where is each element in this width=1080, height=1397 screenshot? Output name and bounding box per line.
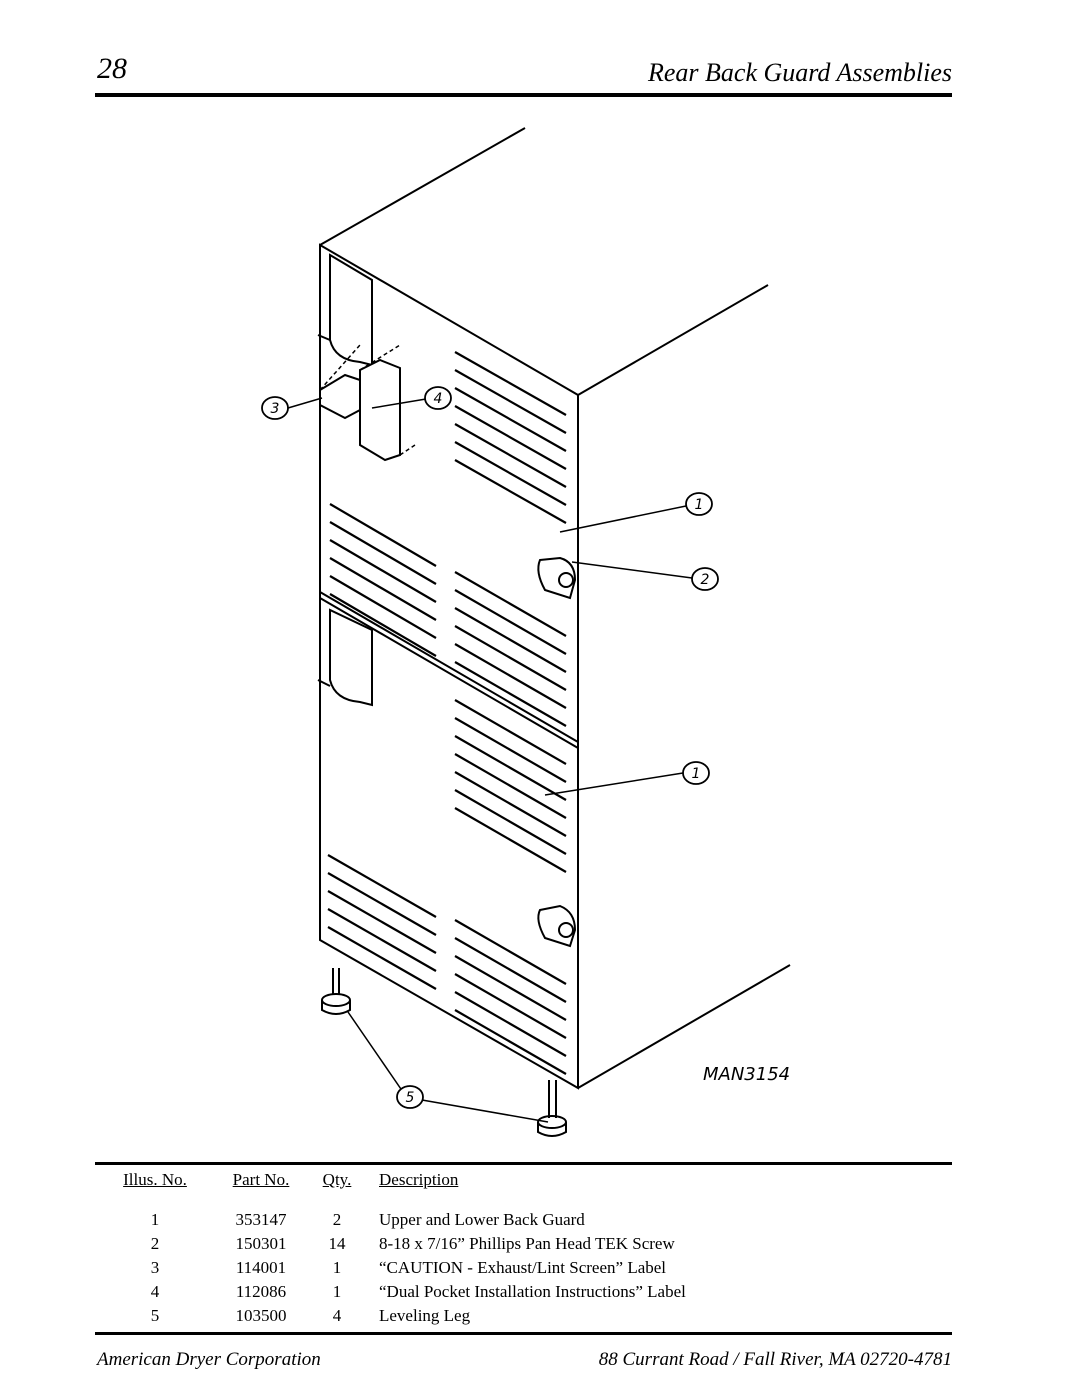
table-header-row: Illus. No. Part No. Qty. Description xyxy=(95,1170,952,1208)
vent-pattern-upper-right xyxy=(454,351,567,524)
cell-qty: 1 xyxy=(332,1282,342,1301)
parts-table: Illus. No. Part No. Qty. Description 1 3… xyxy=(95,1170,952,1328)
callout-1-upper-text: 1 xyxy=(695,497,704,513)
table-top-rule xyxy=(95,1162,952,1165)
leveling-leg-right xyxy=(537,1080,567,1137)
caution-label-shape xyxy=(319,373,361,420)
callout-1-upper xyxy=(685,492,713,516)
table-row: 4 112086 1 “Dual Pocket Installation Ins… xyxy=(95,1280,952,1304)
table-row: 1 353147 2 Upper and Lower Back Guard xyxy=(95,1208,952,1232)
vent-pattern-mid-left xyxy=(329,503,437,657)
callout-3 xyxy=(261,396,289,420)
instructions-label-shape xyxy=(359,358,401,462)
header-qty: Qty. xyxy=(322,1170,352,1189)
header-rule xyxy=(95,93,952,97)
cell-part: 150301 xyxy=(235,1234,287,1253)
cell-illus: 4 xyxy=(150,1282,160,1301)
cell-qty: 2 xyxy=(332,1210,342,1229)
header-illus-no: Illus. No. xyxy=(123,1170,187,1189)
footer-rule xyxy=(95,1332,952,1335)
cell-desc: Leveling Leg xyxy=(379,1306,471,1325)
exploded-diagram: 3 4 1 2 1 5 MAN3154 xyxy=(261,127,791,1137)
cell-illus: 5 xyxy=(150,1306,160,1325)
cell-part: 112086 xyxy=(235,1282,287,1301)
footer-company: American Dryer Corporation xyxy=(97,1349,321,1370)
table-row: 5 103500 4 Leveling Leg xyxy=(95,1304,952,1328)
cell-part: 353147 xyxy=(235,1210,287,1229)
cell-qty: 1 xyxy=(332,1258,342,1277)
callout-4-text: 4 xyxy=(434,391,443,407)
cell-illus: 1 xyxy=(150,1210,160,1229)
vent-pattern-lower-right xyxy=(454,699,567,873)
page-number: 28 xyxy=(97,52,127,85)
header-part-no: Part No. xyxy=(232,1170,290,1189)
footer-address: 88 Currant Road / Fall River, MA 02720-4… xyxy=(598,1349,952,1370)
page-title: Rear Back Guard Assemblies xyxy=(647,58,952,87)
cell-desc: “CAUTION - Exhaust/Lint Screen” Label xyxy=(379,1258,667,1277)
cell-desc: 8-18 x 7/16” Phillips Pan Head TEK Screw xyxy=(379,1234,675,1253)
callout-2-text: 2 xyxy=(701,572,710,588)
vent-pattern-mid-right xyxy=(454,571,567,727)
callout-2 xyxy=(691,567,719,591)
vent-pattern-bottom-left xyxy=(327,854,437,990)
leveling-leg-left xyxy=(321,968,351,1015)
cell-qty: 14 xyxy=(328,1234,346,1253)
cell-part: 103500 xyxy=(235,1306,287,1325)
header-description: Description xyxy=(379,1170,459,1189)
cell-desc: Upper and Lower Back Guard xyxy=(379,1210,585,1229)
callout-1-lower-text: 1 xyxy=(692,766,701,782)
cell-illus: 3 xyxy=(150,1258,160,1277)
callout-5 xyxy=(396,1085,424,1109)
callout-4 xyxy=(424,386,452,410)
table-row: 3 114001 1 “CAUTION - Exhaust/Lint Scree… xyxy=(95,1256,952,1280)
table-row: 2 150301 14 8-18 x 7/16” Phillips Pan He… xyxy=(95,1232,952,1256)
drawing-id: MAN3154 xyxy=(703,1064,790,1085)
cell-illus: 2 xyxy=(150,1234,160,1253)
callout-1-lower xyxy=(682,761,710,785)
cell-qty: 4 xyxy=(332,1306,342,1325)
vent-pattern-bottom-right xyxy=(454,919,567,1075)
cell-desc: “Dual Pocket Installation Instructions” … xyxy=(379,1282,686,1301)
callout-5-text: 5 xyxy=(406,1090,415,1106)
callout-3-text: 3 xyxy=(271,401,280,417)
cell-part: 114001 xyxy=(235,1258,287,1277)
